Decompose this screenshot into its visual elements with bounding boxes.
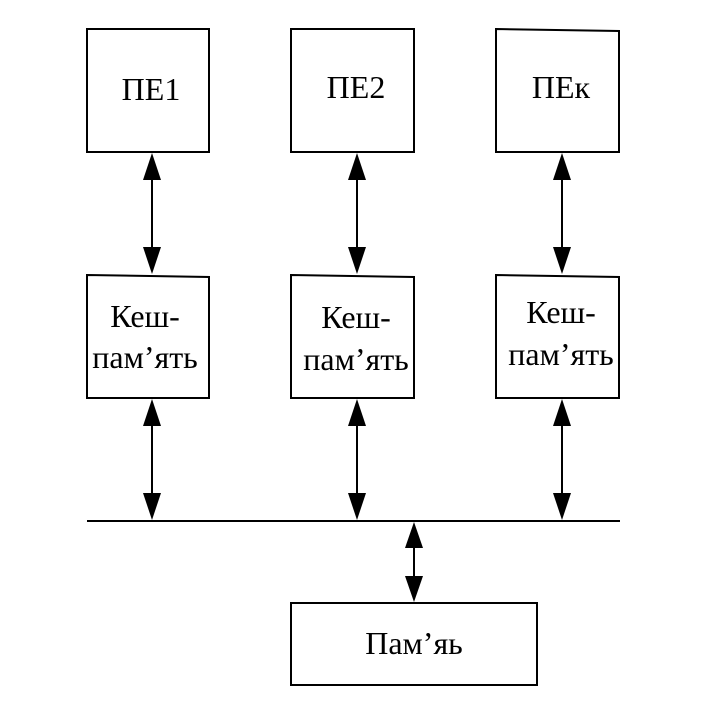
arrow-down-head-icon xyxy=(553,247,571,274)
arrow-down-head-icon xyxy=(143,493,161,520)
cache-1-label-line1: Кеш- xyxy=(110,298,180,334)
processor-1-label: ПЕ1 xyxy=(122,71,181,107)
processor-k-label: ПЕк xyxy=(532,69,591,105)
arrow-up-head-icon xyxy=(348,153,366,180)
processor-k-box xyxy=(495,27,620,153)
arrow-up-head-icon xyxy=(553,153,571,180)
arrow-pe2-cache2 xyxy=(348,153,366,274)
arrow-cache2-bus xyxy=(348,399,366,520)
cache-2-label-line2: пам’ять xyxy=(303,341,409,377)
arrow-down-head-icon xyxy=(348,247,366,274)
cache-2: Кеш- пам’ять xyxy=(290,273,415,399)
cache-1-box xyxy=(86,273,210,399)
cache-3-box xyxy=(495,273,620,399)
memory: Пам’яь xyxy=(290,602,538,686)
arrow-up-head-icon xyxy=(143,153,161,180)
memory-box xyxy=(290,602,538,686)
arrow-down-head-icon xyxy=(553,493,571,520)
cache-1: Кеш- пам’ять xyxy=(86,273,210,399)
cache-3: Кеш- пам’ять xyxy=(495,273,620,399)
processor-1: ПЕ1 xyxy=(86,28,210,153)
cache-2-box xyxy=(290,273,415,399)
cache-1-label-line2: пам’ять xyxy=(92,339,198,375)
arrow-bus-memory xyxy=(405,522,423,602)
processor-1-box xyxy=(86,28,210,153)
cache-3-label-line1: Кеш- xyxy=(526,294,596,330)
processor-2: ПЕ2 xyxy=(290,28,415,153)
processor-k: ПЕк xyxy=(495,27,620,153)
processor-2-label: ПЕ2 xyxy=(327,69,386,105)
arrow-up-head-icon xyxy=(405,522,423,548)
arrow-down-head-icon xyxy=(405,576,423,602)
arrow-cache3-bus xyxy=(553,399,571,520)
arrow-down-head-icon xyxy=(143,247,161,274)
arrow-up-head-icon xyxy=(143,399,161,426)
memory-label: Пам’яь xyxy=(365,625,463,661)
arrow-up-head-icon xyxy=(553,399,571,426)
arrow-up-head-icon xyxy=(348,399,366,426)
processor-2-box xyxy=(290,28,415,153)
arrow-down-head-icon xyxy=(348,493,366,520)
arrow-cache1-bus xyxy=(143,399,161,520)
cache-3-label-line2: пам’ять xyxy=(508,336,614,372)
arrow-pek-cache3 xyxy=(553,153,571,274)
arrow-pe1-cache1 xyxy=(143,153,161,274)
cache-2-label-line1: Кеш- xyxy=(321,299,391,335)
